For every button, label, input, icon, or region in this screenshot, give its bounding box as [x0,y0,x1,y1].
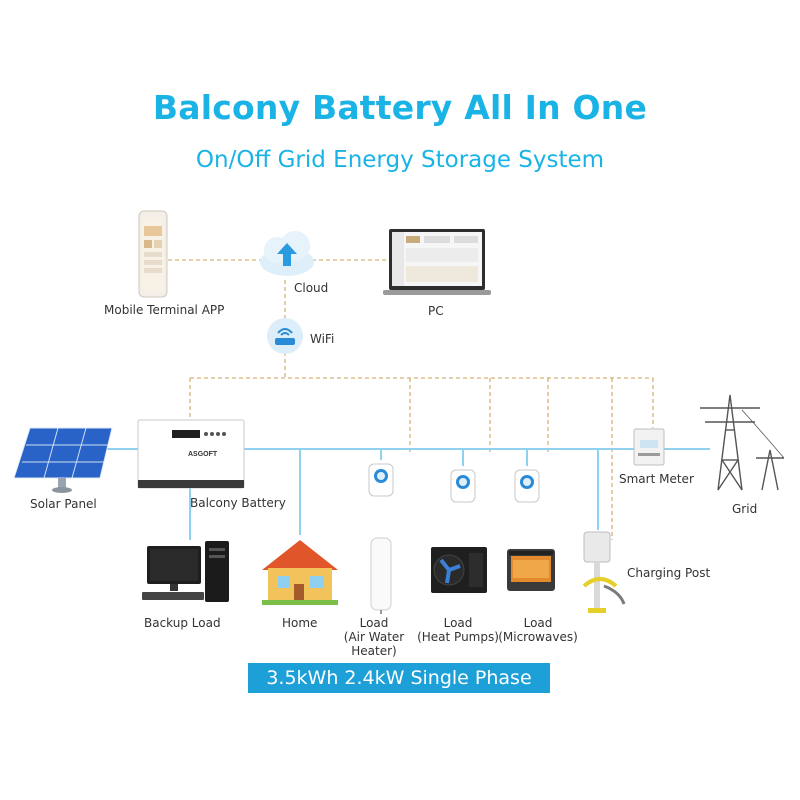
heat-pump-icon [431,547,487,593]
label-mobile-app: Mobile Terminal APP [104,303,225,317]
spec-banner: 3.5kWh 2.4kW Single Phase [248,663,550,693]
charging-post-icon [582,531,626,613]
label-home: Home [282,616,318,630]
cloud-icon [260,231,314,276]
water-heater-icon [370,537,392,614]
label-load-microwaves: Load (Microwaves) [498,616,578,644]
label-pc: PC [428,304,444,318]
pc-monitor-icon [383,229,491,295]
solar-panel-icon [13,427,113,493]
comm-lines [168,259,654,540]
label-load-air-water: Load (Air Water Heater) [343,616,405,658]
wifi-router-icon [267,318,303,354]
smart-meter-icon [633,428,665,466]
home-icon [262,540,338,605]
label-smart-meter: Smart Meter [619,472,694,486]
label-backup-load: Backup Load [144,616,221,630]
label-solar-panel: Solar Panel [30,497,97,511]
page-title: Balcony Battery All In One [152,88,648,127]
smart-plug-icon [368,463,394,497]
microwave-oven-icon [507,549,555,591]
label-grid: Grid [732,502,758,516]
balcony-battery-icon: ASGOFT [137,419,245,489]
label-wifi: WiFi [310,332,335,346]
label-cloud: Cloud [294,281,329,295]
label-load-heat-pumps: Load (Heat Pumps) [417,616,499,644]
label-balcony-battery: Balcony Battery [190,496,286,510]
label-charging-post: Charging Post [627,566,711,580]
smart-plug-icon [450,469,476,503]
smart-plug-icon [514,469,540,503]
battery-brand: ASGOFT [188,451,218,458]
mobile-phone-icon [138,210,168,298]
grid-tower-icon [700,394,785,491]
backup-load-computer-icon [142,541,229,602]
page-subtitle: On/Off Grid Energy Storage System [195,147,605,173]
